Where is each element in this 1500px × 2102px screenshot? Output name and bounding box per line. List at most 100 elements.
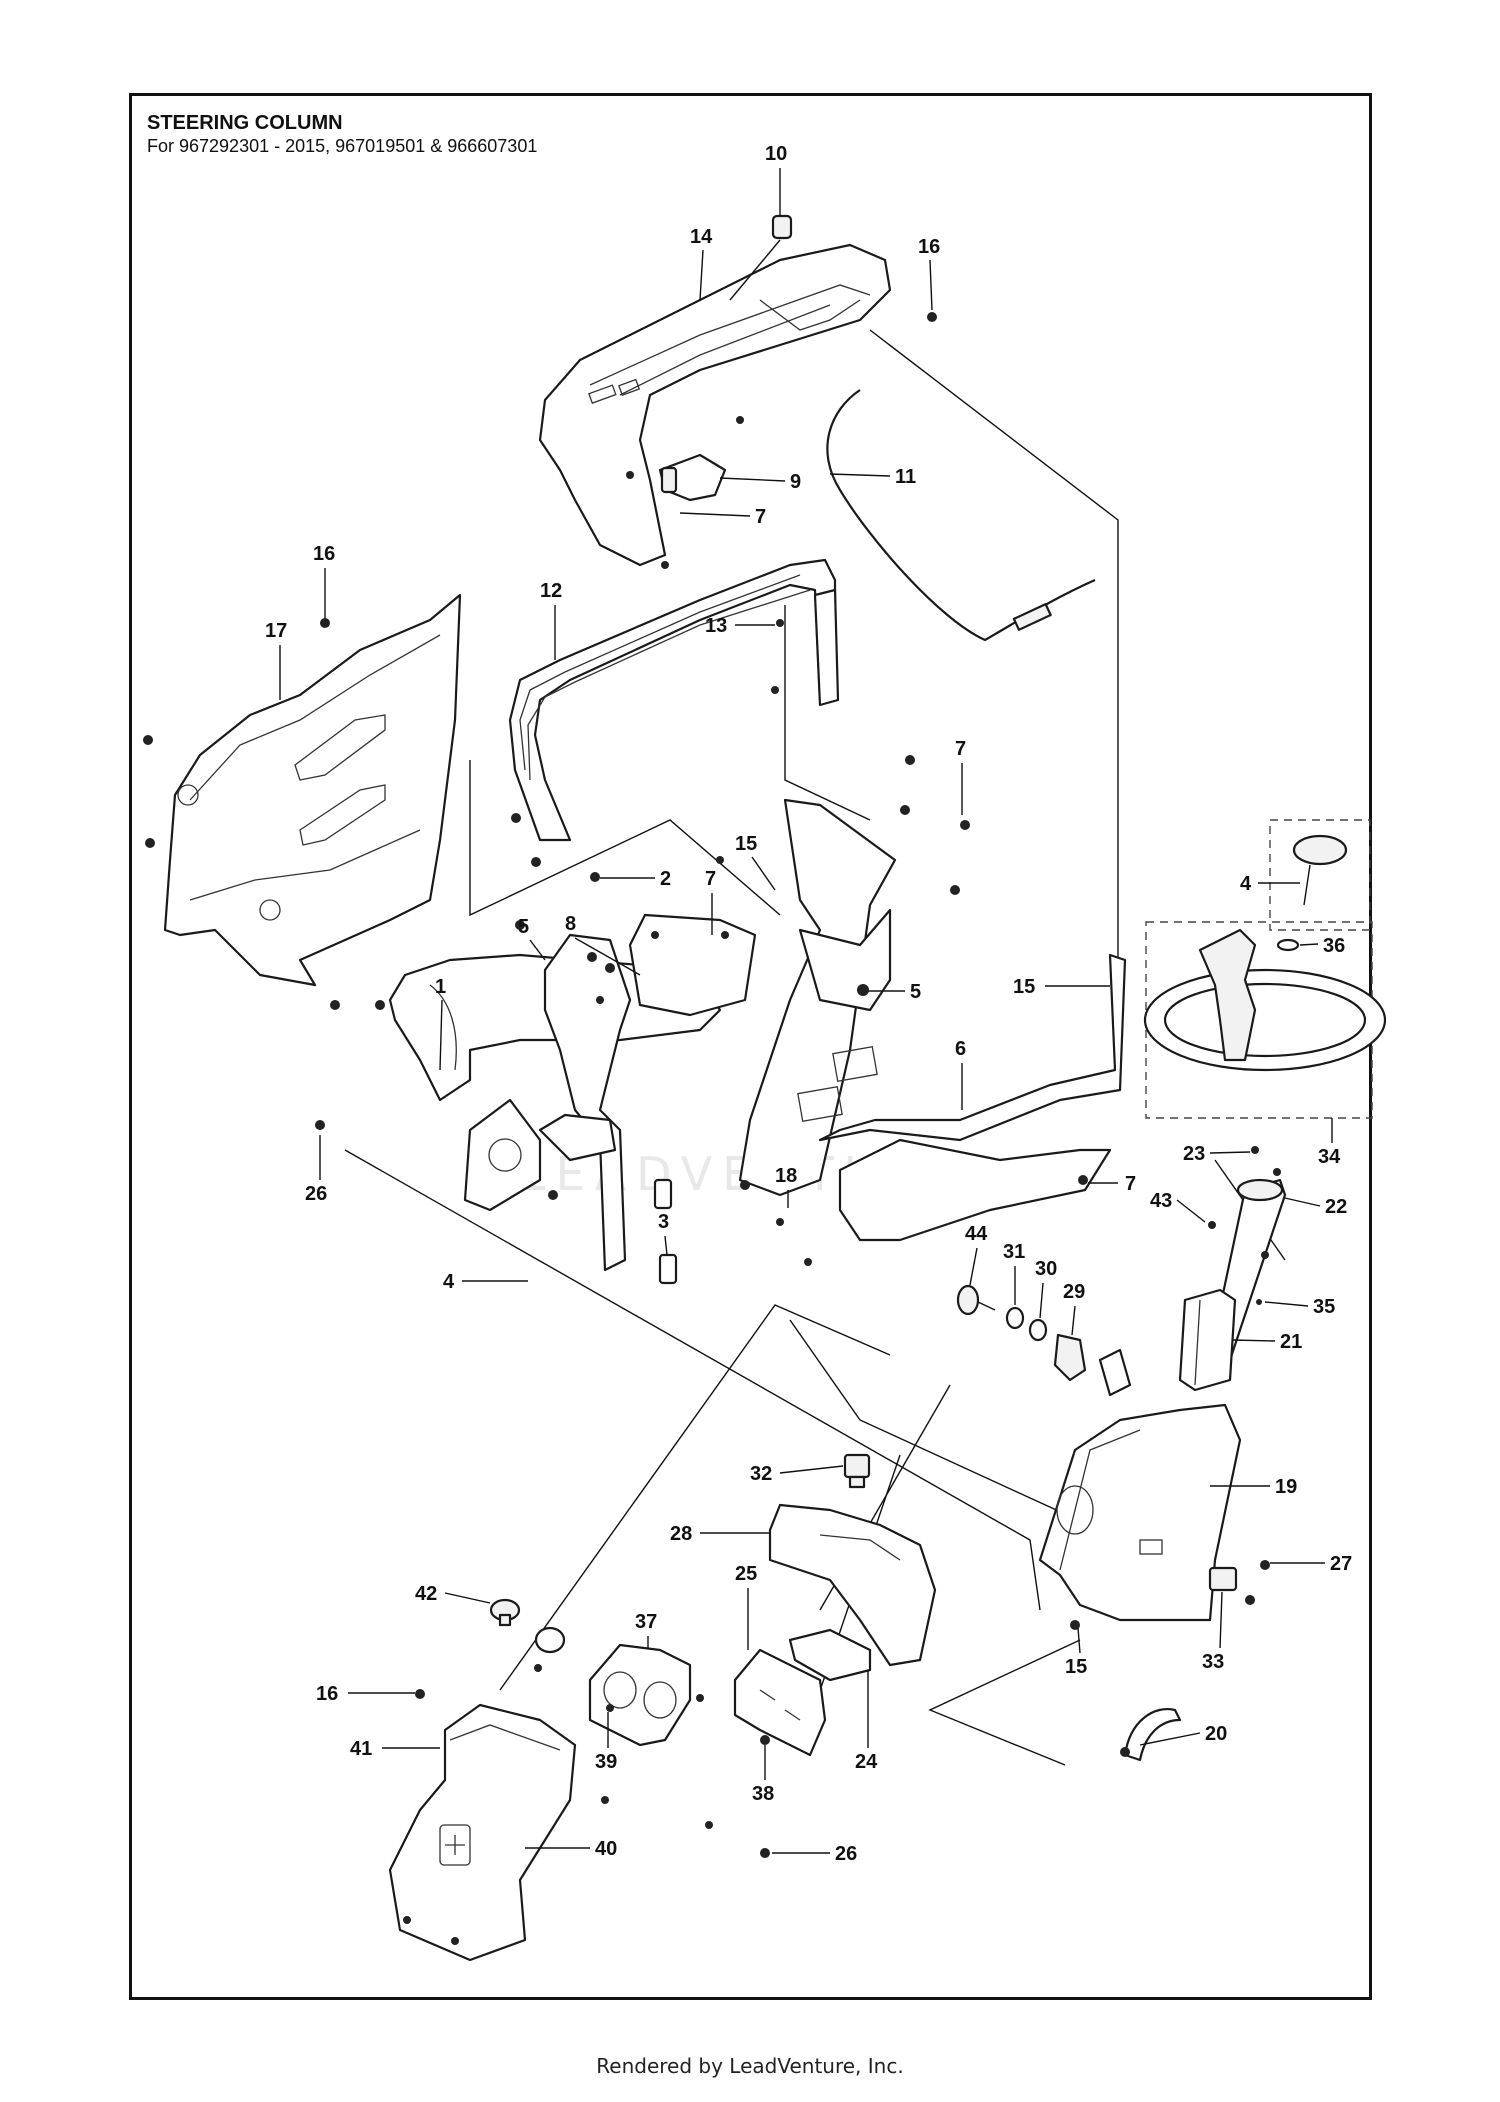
cable-part [826,389,1096,642]
callout-37: 37 [635,1611,657,1633]
callout-33: 33 [1202,1651,1224,1673]
callout-7: 7 [755,506,766,528]
nut [511,813,521,823]
nut [143,735,153,745]
callouts: 10 14 16 9 7 11 12 13 16 17 7 15 [265,143,1352,1865]
callout-2: 2 [660,868,671,890]
nut [1070,1620,1080,1630]
connection-line [789,1319,1101,1531]
connection-line [344,1149,1041,1611]
bolt-head [548,1190,558,1200]
plate-25-part [733,1648,827,1757]
nut [626,471,634,479]
nut [605,963,615,973]
nut [515,920,525,930]
switch-32-part [843,1453,871,1489]
callout-15: 15 [1013,976,1035,998]
callout-16: 16 [918,236,940,258]
diagram-title: STEERING COLUMN [147,112,343,134]
callout-36: 36 [1323,935,1345,957]
callout-6: 6 [955,1038,966,1060]
callout-4: 4 [443,1271,455,1293]
dash-panel-part [738,798,897,1197]
pin [1256,1299,1262,1305]
callout-12: 12 [540,580,562,602]
nut [760,1735,770,1745]
nut [606,1704,614,1712]
callout-26: 26 [305,1183,327,1205]
callout-28: 28 [670,1523,692,1545]
callout-5: 5 [910,981,921,1003]
light-housing-part [588,1643,692,1747]
nut [716,856,724,864]
callout-17: 17 [265,620,287,642]
nut [1245,1595,1255,1605]
callout-18: 18 [775,1165,797,1187]
connection-line [784,605,871,821]
callout-44: 44 [965,1223,988,1245]
bolt-head [375,1000,385,1010]
ignition-parts [956,1284,1132,1397]
callout-35: 35 [1313,1296,1335,1318]
nut [960,820,970,830]
nut [531,857,541,867]
callout-24: 24 [855,1751,878,1773]
callout-9: 9 [790,471,801,493]
bolt-head [403,1916,411,1924]
callout-16: 16 [313,543,335,565]
nut [1260,1560,1270,1570]
nut [776,619,784,627]
callout-7: 7 [705,868,716,890]
callout-14: 14 [690,226,713,248]
hardware-fasteners [143,312,1281,1945]
callout-4: 4 [1240,873,1252,895]
callout-26: 26 [835,1843,857,1865]
steering-column-part [1178,1178,1287,1392]
nut [534,1664,542,1672]
callout-13: 13 [705,615,727,637]
nut [661,561,669,569]
plug-42-part [489,1598,566,1654]
floor-panel-part [797,953,1127,1242]
callout-7: 7 [1125,1173,1136,1195]
nut [601,1796,609,1804]
nut [736,416,744,424]
callout-41: 41 [350,1738,372,1760]
nut [950,885,960,895]
connection-line [499,1304,891,1691]
connection-line [928,1639,1081,1766]
bracket-assembly-part [538,933,632,1272]
callout-15: 15 [735,833,757,855]
front-cover-part [388,1703,577,1962]
bolt-head [705,1821,713,1829]
switch-part [658,453,727,502]
nut [900,805,910,815]
bolt-head [776,1218,784,1226]
dash-console-part [538,243,892,567]
nut [320,618,330,628]
callout-40: 40 [595,1838,617,1860]
callout-38: 38 [752,1783,774,1805]
callout-7: 7 [955,738,966,760]
small-bracket-part [813,588,840,707]
nut [145,838,155,848]
callout-8: 8 [565,913,576,935]
callout-1: 1 [435,976,446,998]
nut [1120,1747,1130,1757]
nut [590,872,600,882]
switch-33-part [1208,1566,1238,1592]
lower-cover-part [768,1503,937,1667]
connection-lines [344,329,1286,1766]
callout-3: 3 [658,1211,669,1233]
steering-wheel-part [1143,819,1387,1119]
diagram-subtitle: For 967292301 - 2015, 967019501 & 966607… [147,136,538,156]
spacer [658,1253,678,1285]
nut [771,686,779,694]
callout-10: 10 [765,143,787,165]
plate-24-part [788,1628,872,1682]
callout-42: 42 [415,1583,437,1605]
clip-20-part [1123,1708,1182,1762]
callout-34: 34 [1318,1146,1341,1168]
bolt-head [330,1000,340,1010]
callout-11: 11 [895,466,916,488]
